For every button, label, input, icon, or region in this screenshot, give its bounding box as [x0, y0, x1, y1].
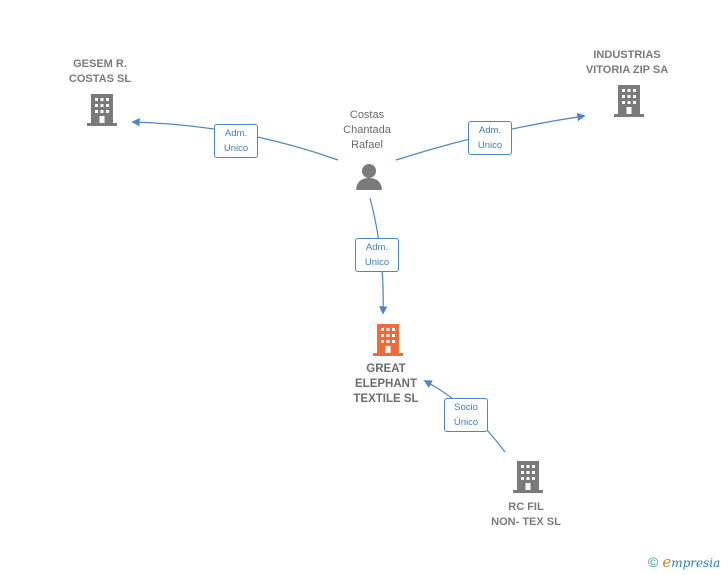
edge-label-socio-unico: Socio Único — [444, 398, 488, 432]
edge-label-adm-unico: Adm. Unico — [214, 124, 258, 158]
node-label-great-elephant[interactable]: GREAT ELEPHANT TEXTILE SL — [353, 363, 419, 405]
building-icon-highlighted[interactable] — [373, 324, 403, 356]
person-icon[interactable] — [356, 164, 382, 190]
building-icon[interactable] — [614, 85, 644, 117]
node-label-rcfil[interactable]: RC FIL NON- TEX SL — [491, 501, 561, 528]
brand-logo[interactable]: empresia — [662, 553, 721, 571]
node-label-gesem[interactable]: GESEM R. COSTAS SL — [68, 58, 132, 85]
building-icon[interactable] — [87, 94, 117, 126]
node-label-person[interactable]: Costas Chantada Rafael — [343, 109, 391, 151]
footer-brand: © empresia — [648, 553, 720, 571]
node-label-industrias[interactable]: INDUSTRIAS VITORIA ZIP SA — [585, 49, 669, 76]
copyright-icon: © — [648, 554, 659, 570]
edge-label-adm-unico: Adm. Unico — [468, 121, 512, 155]
building-icon[interactable] — [513, 461, 543, 493]
edge-label-adm-unico: Adm. Unico — [355, 238, 399, 272]
